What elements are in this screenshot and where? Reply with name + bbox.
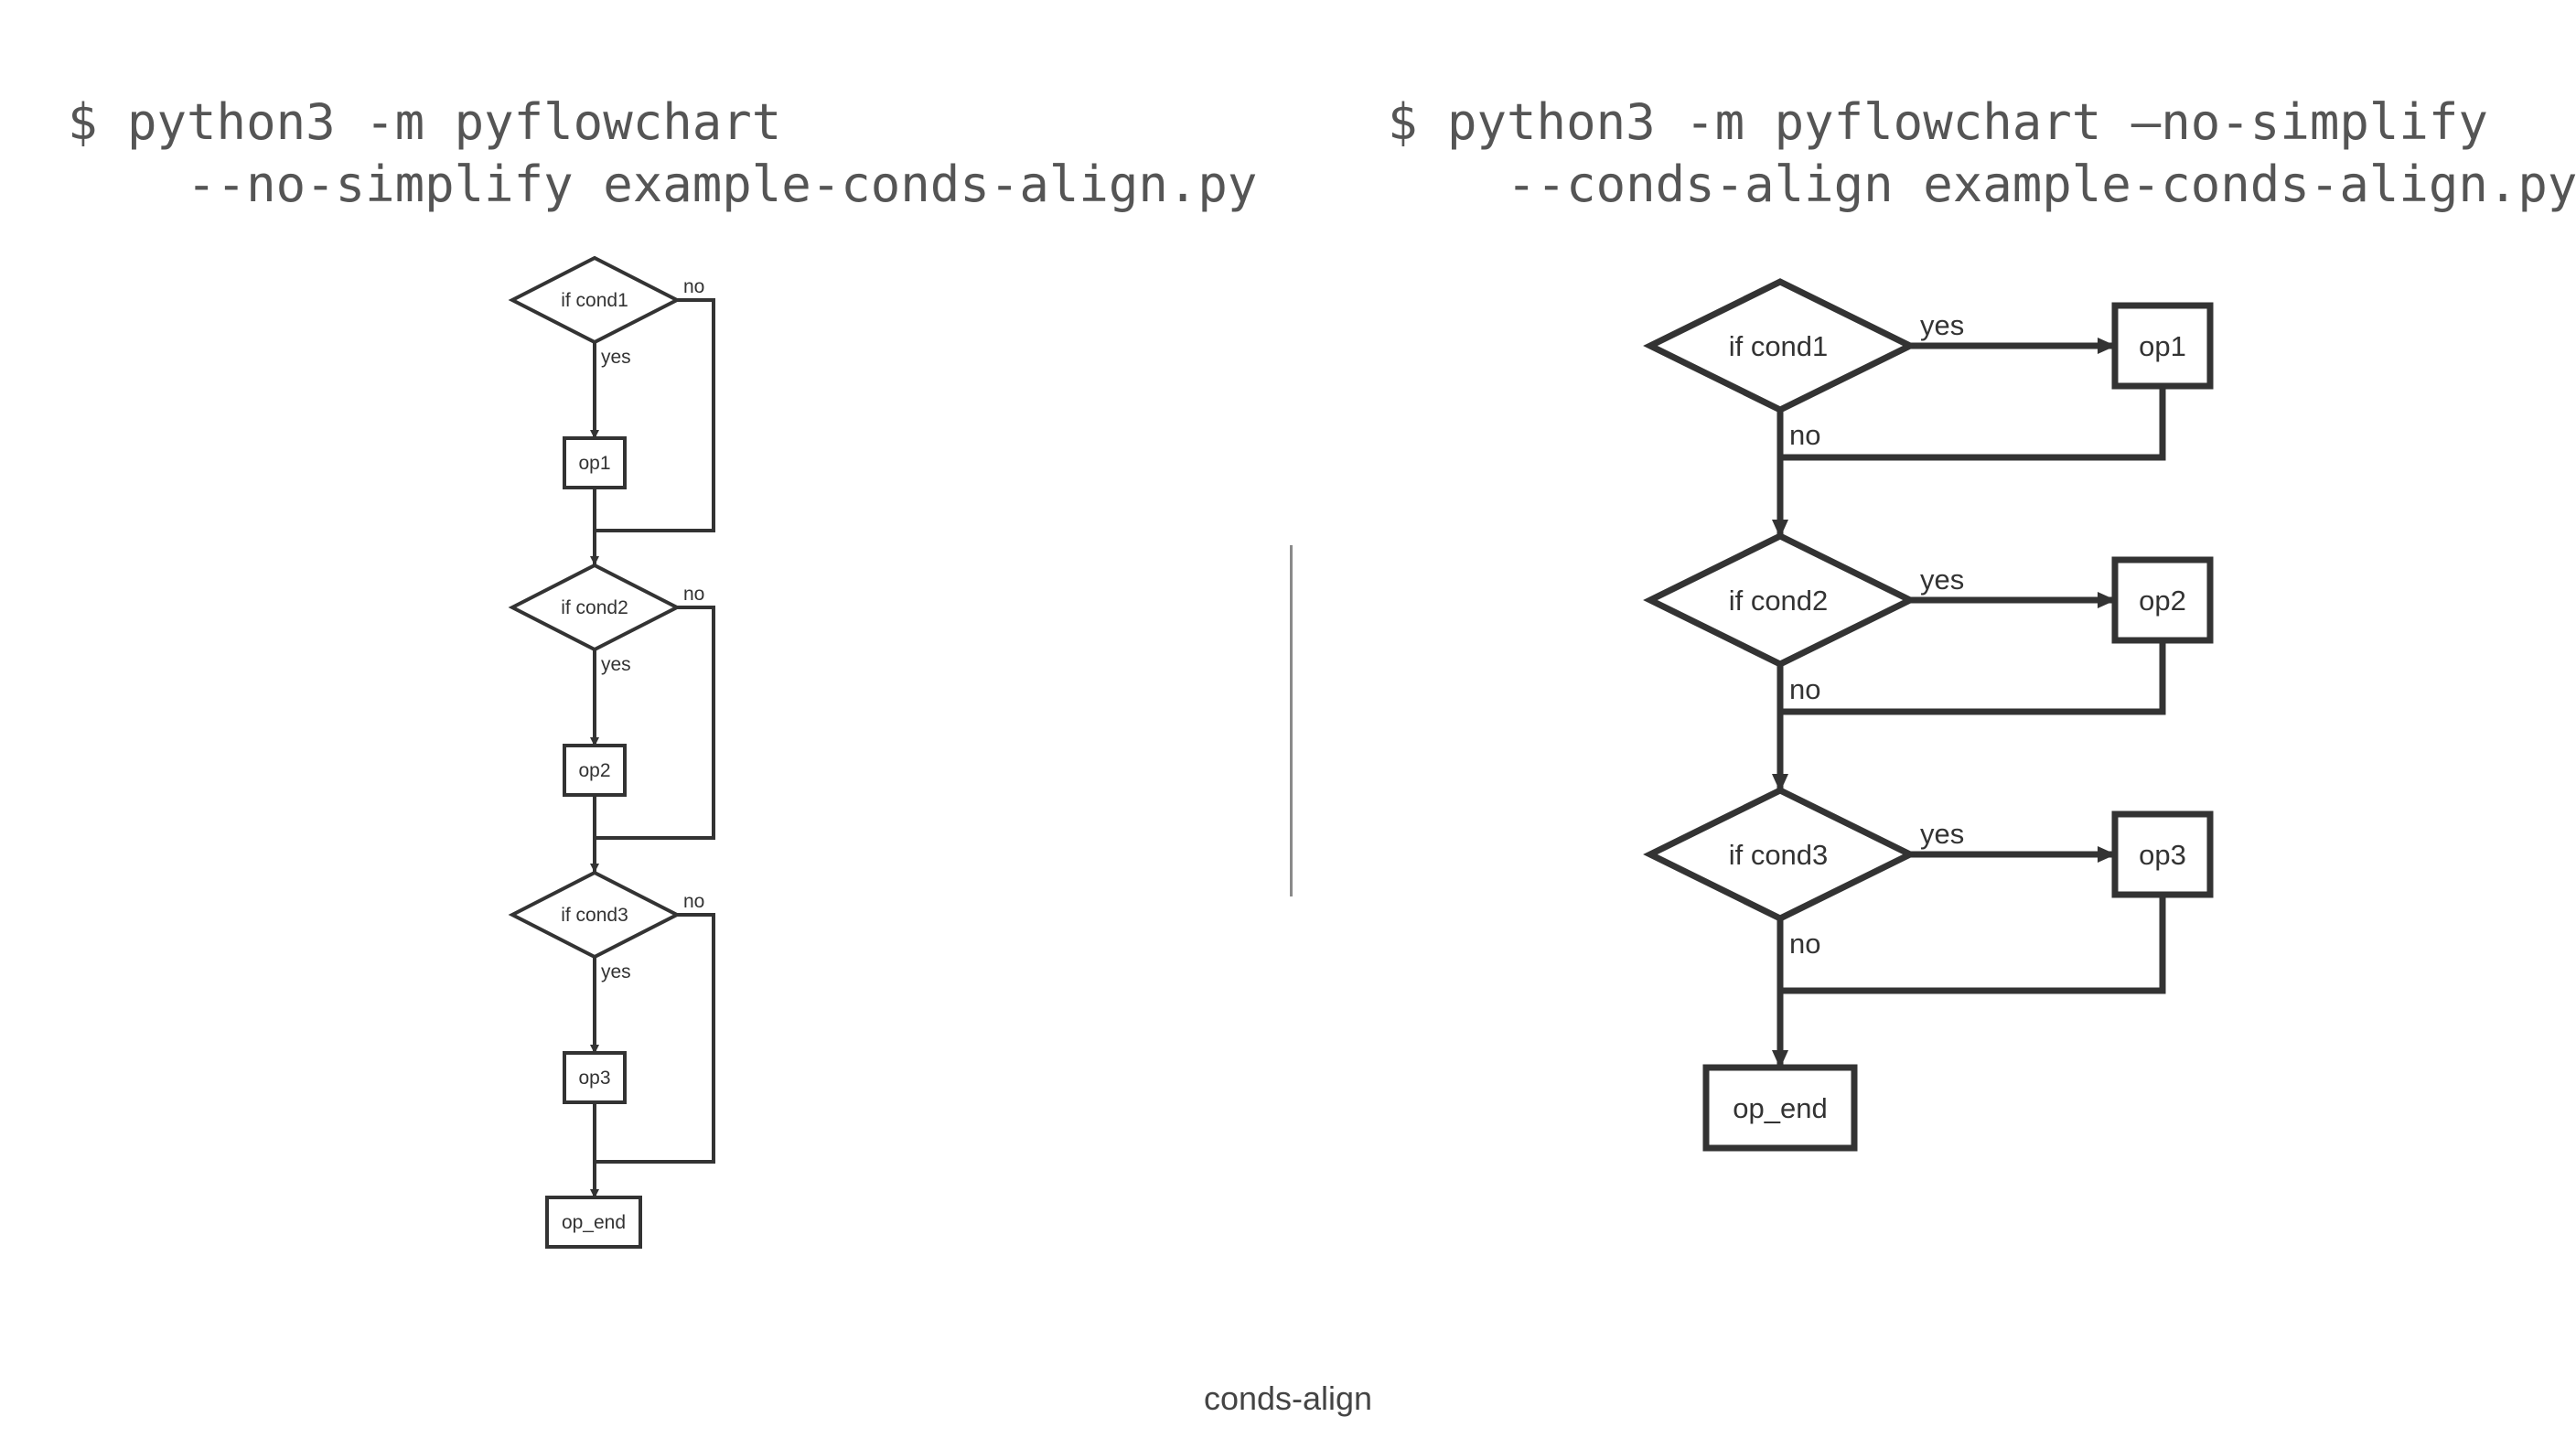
right-cond1-label: if cond1	[1729, 330, 1829, 362]
right-cond2-diamond	[1643, 532, 1917, 668]
left-op-end-box	[545, 1196, 642, 1249]
left-op2-box	[563, 744, 627, 797]
right-command-line1: $ python3 -m pyflowchart –no-simplify	[1388, 93, 2488, 151]
right-yes-label-2: yes	[1920, 564, 1964, 596]
right-no-label-2: no	[1789, 673, 1820, 705]
left-no-label-3: no	[683, 891, 704, 912]
left-cond2-label: if cond2	[561, 597, 628, 618]
right-no-label-1: no	[1789, 419, 1820, 451]
right-op3-box	[2111, 810, 2214, 898]
left-op3-box	[563, 1051, 627, 1104]
left-flowchart: if cond1 op1 if cond2 op2 if cond3 op3 o…	[508, 255, 715, 1249]
right-cond3-diamond	[1643, 787, 1917, 922]
left-op2-label: op2	[578, 760, 610, 781]
right-yes-label-3: yes	[1920, 818, 1964, 850]
right-op1-label: op1	[2139, 330, 2186, 362]
right-op-end-box	[1702, 1064, 1858, 1152]
left-no-label-2: no	[683, 584, 704, 605]
left-command-line2: --no-simplify example-conds-align.py	[68, 156, 1258, 213]
left-op-end-label: op_end	[562, 1212, 626, 1233]
caption: conds-align	[1203, 1379, 1373, 1417]
left-cond2-diamond	[508, 563, 682, 652]
left-no-label-1: no	[683, 276, 704, 297]
left-command: $ python3 -m pyflowchart --no-simplify e…	[68, 91, 1257, 216]
divider-line	[1290, 545, 1293, 896]
right-edge-op1-merge	[1780, 387, 2166, 461]
right-cond3-label: if cond3	[1729, 839, 1829, 871]
right-flowchart: if cond1 op1 if cond2 op2 if cond3 op3 o…	[1643, 278, 2214, 1152]
right-op-end-label: op_end	[1733, 1092, 1827, 1124]
right-op1-box	[2111, 302, 2214, 390]
right-command: $ python3 -m pyflowchart –no-simplify --…	[1388, 91, 2576, 216]
right-op2-box	[2111, 556, 2214, 644]
left-yes-label-1: yes	[601, 347, 631, 368]
left-op1-label: op1	[578, 453, 610, 474]
left-command-line1: $ python3 -m pyflowchart	[68, 93, 782, 151]
left-edge-cond3-no	[595, 913, 715, 1164]
right-yes-label-1: yes	[1920, 309, 1964, 341]
left-cond1-diamond	[508, 255, 682, 345]
left-cond1-label: if cond1	[561, 290, 628, 311]
right-cond2-label: if cond2	[1729, 585, 1829, 617]
left-cond3-diamond	[508, 870, 682, 960]
right-op3-label: op3	[2139, 839, 2186, 871]
left-yes-label-3: yes	[601, 961, 631, 982]
right-op2-label: op2	[2139, 585, 2186, 617]
left-edge-cond1-no	[595, 298, 715, 532]
left-yes-label-2: yes	[601, 654, 631, 675]
right-edge-op3-merge	[1780, 896, 2166, 994]
left-edge-cond2-no	[595, 606, 715, 840]
right-command-line2: --conds-align example-conds-align.py	[1388, 156, 2576, 213]
right-cond1-diamond	[1643, 278, 1917, 413]
left-op1-box	[563, 436, 627, 489]
left-op3-label: op3	[578, 1068, 610, 1089]
right-no-label-3: no	[1789, 928, 1820, 960]
left-cond3-label: if cond3	[561, 905, 628, 926]
right-edge-op2-merge	[1780, 641, 2166, 715]
